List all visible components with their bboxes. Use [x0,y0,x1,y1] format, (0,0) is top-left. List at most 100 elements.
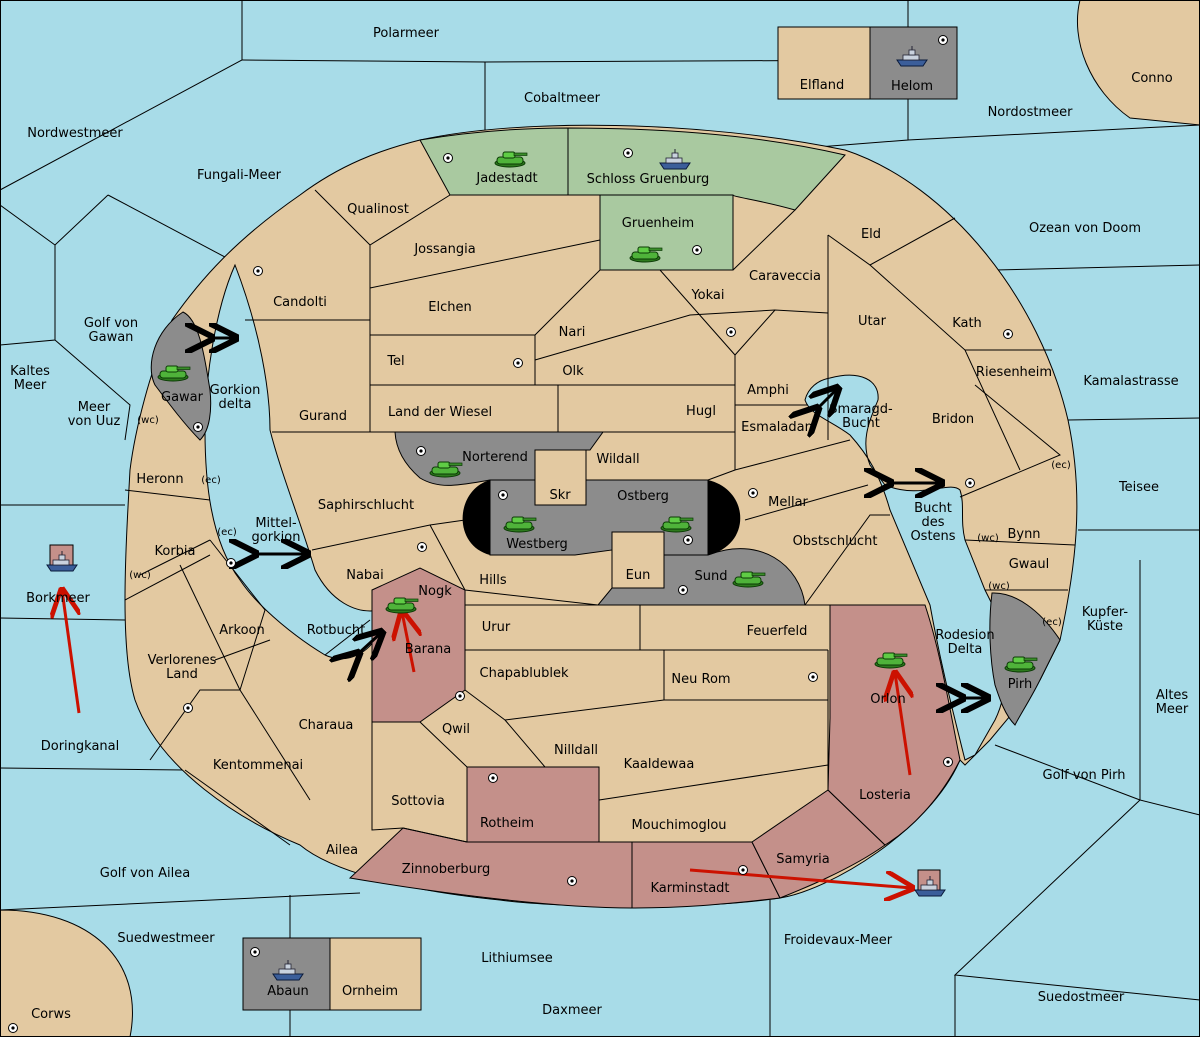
label-karminstadt: Karminstadt [650,881,729,896]
label-bridon: Bridon [932,412,974,427]
label-losteria: Losteria [859,788,911,803]
label-golf-von-ailea: Golf von Ailea [100,866,190,881]
region-conno[interactable] [1076,0,1200,126]
label-mellar: Mellar [768,495,808,510]
label-nabai: Nabai [346,568,384,583]
label-samyria: Samyria [776,852,830,867]
label-kaaldewaa: Kaaldewaa [624,757,695,772]
supply-center-icon [692,245,702,255]
label-candolti: Candolti [273,295,327,310]
label-kamalastrasse: Kamalastrasse [1083,374,1178,389]
region-corws[interactable] [0,909,133,1037]
supply-center-icon [443,153,453,163]
region-elfland[interactable] [777,26,871,100]
label-smaragd-bucht: Smaragd-Bucht [829,402,893,431]
label-feuerfeld: Feuerfeld [747,624,808,639]
label-gawar: Gawar [161,390,204,405]
label-suedostmeer: Suedostmeer [1038,990,1125,1005]
label-utar: Utar [858,314,887,329]
label-korbia: Korbia [154,544,195,559]
label-rotbucht: Rotbucht [307,623,365,638]
supply-center-icon [567,876,577,886]
region-ornheim[interactable] [329,937,422,1011]
label-froidevaux-meer: Froidevaux-Meer [784,933,893,948]
label-heronn: Heronn [136,472,183,487]
coast-tag-wc: (wc) [977,533,999,544]
supply-center-icon [8,1023,18,1033]
label-tel: Tel [386,354,404,369]
move-arrow [689,868,912,888]
label-gurand: Gurand [299,409,347,424]
region-schloss-gruenburg[interactable] [567,127,846,211]
coast-tag-wc: (wc) [137,415,159,426]
label-corws: Corws [31,1007,71,1022]
label-qualinost: Qualinost [347,202,409,217]
label-polarmeer: Polarmeer [373,26,440,41]
supply-center-icon [416,446,426,456]
coast-tag-ec: (ec) [201,475,221,486]
label-gwaul: Gwaul [1009,557,1050,572]
coast-tags: (wc) (ec) (ec) (wc) (ec) (wc) (wc) (ec) [129,415,1071,628]
supply-center-icon [253,266,263,276]
label-lithiumsee: Lithiumsee [481,951,552,966]
label-nordwestmeer: Nordwestmeer [27,126,123,141]
label-nari: Nari [559,325,586,340]
double-arrow-icon [818,388,838,408]
label-esmaladan: Esmaladan [741,420,813,435]
region-skr[interactable] [534,449,587,506]
label-eld: Eld [861,227,881,242]
label-mittel-gorkion: Mittel-gorkion [252,516,301,545]
label-nogk: Nogk [418,584,452,599]
label-suedwestmeer: Suedwestmeer [117,931,215,946]
region-eun[interactable] [611,531,665,589]
supply-center-icon [965,478,975,488]
move-arrow [895,673,910,776]
label-ostberg: Ostberg [617,489,669,504]
label-cobaltmeer: Cobaltmeer [524,91,601,106]
label-westberg: Westberg [506,537,568,552]
label-qwil: Qwil [442,722,470,737]
label-kupfer-kueste: Kupfer-Küste [1082,605,1128,634]
label-barana: Barana [405,642,451,657]
supply-center-icon [498,490,508,500]
ostberg-dome [708,480,741,555]
region-gruenheim[interactable] [599,194,734,271]
coast-tag-ec: (ec) [217,527,237,538]
label-doringkanal: Doringkanal [41,739,120,754]
label-pirh: Pirh [1008,677,1033,692]
label-fungali-meer: Fungali-Meer [197,168,282,183]
label-kath: Kath [952,316,982,331]
label-arkoon: Arkoon [219,623,264,638]
label-schloss-gruenburg: Schloss Gruenburg [587,172,710,187]
label-yokai: Yokai [690,288,724,303]
label-golf-von-pirh: Golf von Pirh [1043,768,1126,783]
label-borkmeer: Borkmeer [26,591,90,606]
label-jossangia: Jossangia [413,242,475,257]
label-ailea: Ailea [326,843,358,858]
supply-center-icon [738,865,748,875]
label-urur: Urur [482,620,511,635]
supply-center-icon [226,558,236,568]
convoy-arrows [212,338,988,698]
label-zinnoberburg: Zinnoberburg [402,862,490,877]
label-teisee: Teisee [1118,480,1159,495]
label-ozean-von-doom: Ozean von Doom [1029,221,1141,236]
label-elchen: Elchen [428,300,471,315]
label-sottovia: Sottovia [391,794,445,809]
label-olk: Olk [562,364,584,379]
label-nordostmeer: Nordostmeer [988,105,1074,120]
label-bynn: Bynn [1007,527,1040,542]
supply-center-icon [726,327,736,337]
supply-center-icon [250,947,260,957]
region-orlon-losteria[interactable] [827,604,961,846]
supply-center-icon [943,757,953,767]
label-gruenheim: Gruenheim [622,216,694,231]
label-land-der-wiesel: Land der Wiesel [388,405,492,420]
